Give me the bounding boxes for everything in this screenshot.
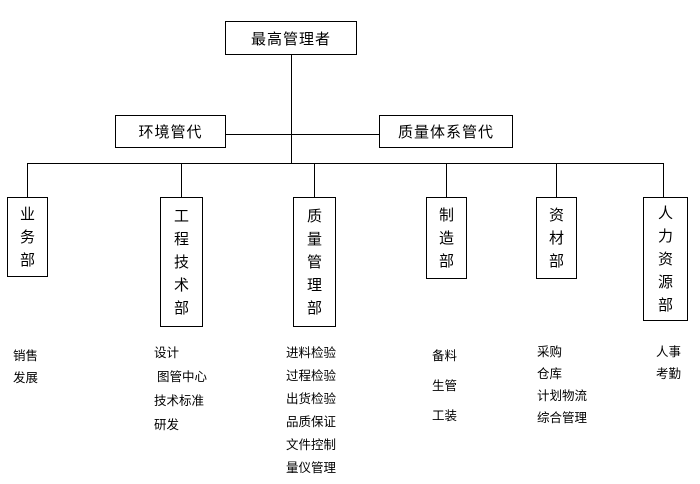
duty-item: 采购 xyxy=(537,344,563,359)
duty-item: 仓库 xyxy=(537,366,563,381)
dept-label-char: 资 xyxy=(548,205,564,224)
dept-label-char: 量 xyxy=(306,229,322,248)
dept-box-manufacturing: 制 造 部 xyxy=(426,197,467,279)
duty-item: 进料检验 xyxy=(286,345,337,360)
duty-item: 设计 xyxy=(154,345,180,360)
environment-rep-box: 环境管代 xyxy=(115,115,226,148)
duty-item: 综合管理 xyxy=(537,410,588,425)
dept-label-char: 质 xyxy=(306,206,322,225)
duty-item: 生管 xyxy=(432,378,458,393)
dept-label-char: 部 xyxy=(173,298,189,317)
dept-label-char: 部 xyxy=(19,250,35,269)
dept-label-char: 术 xyxy=(173,275,189,294)
duty-item: 品质保证 xyxy=(286,414,337,429)
dept-box-engineering: 工 程 技 术 部 xyxy=(160,197,203,327)
duty-item: 过程检验 xyxy=(286,368,337,383)
duty-item: 图管中心 xyxy=(157,369,208,384)
duty-item: 研发 xyxy=(154,417,180,432)
dept-label-char: 部 xyxy=(306,298,322,317)
dept-box-materials: 资 材 部 xyxy=(536,197,577,279)
dept-label-char: 部 xyxy=(657,295,673,314)
dept-box-quality: 质 量 管 理 部 xyxy=(293,197,336,327)
dept-label-char: 材 xyxy=(548,228,564,247)
duty-item: 计划物流 xyxy=(537,388,588,403)
quality-system-rep-box: 质量体系管代 xyxy=(379,115,513,148)
dept-box-sales: 业 务 部 xyxy=(7,197,48,277)
duty-list-quality: 进料检验 过程检验 出货检验 品质保证 文件控制 量仪管理 xyxy=(286,341,336,479)
dept-label-char: 业 xyxy=(19,204,35,223)
dept-label-char: 管 xyxy=(306,252,322,271)
dept-label-char: 力 xyxy=(657,226,673,245)
duty-item: 备料 xyxy=(432,348,458,363)
dept-label-char: 制 xyxy=(438,205,454,224)
dept-label-char: 源 xyxy=(657,272,673,291)
dept-label-char: 部 xyxy=(548,251,564,270)
dept-label-char: 程 xyxy=(173,229,189,248)
dept-label-char: 资 xyxy=(657,249,673,268)
duty-item: 量仪管理 xyxy=(286,460,337,475)
dept-label-char: 务 xyxy=(19,227,35,246)
duty-item: 考勤 xyxy=(656,366,682,381)
top-management-label: 最高管理者 xyxy=(250,29,331,48)
duty-list-engineering: 设计 图管中心 技术标准 研发 xyxy=(154,341,207,437)
dept-label-char: 工 xyxy=(173,206,189,225)
dept-label-char: 理 xyxy=(306,275,322,294)
duty-item: 出货检验 xyxy=(286,391,337,406)
top-management-box: 最高管理者 xyxy=(225,21,357,55)
duty-item: 销售 xyxy=(13,348,39,363)
dept-box-hr: 人 力 资 源 部 xyxy=(643,197,688,321)
duty-item: 文件控制 xyxy=(286,437,337,452)
duty-item: 工装 xyxy=(432,408,458,423)
dept-label-char: 造 xyxy=(438,228,454,247)
duty-list-materials: 采购 仓库 计划物流 综合管理 xyxy=(537,341,587,429)
duty-item: 人事 xyxy=(656,344,682,359)
dept-label-char: 人 xyxy=(657,203,673,222)
environment-rep-label: 环境管代 xyxy=(138,123,203,141)
quality-system-rep-label: 质量体系管代 xyxy=(397,123,494,141)
dept-label-char: 技 xyxy=(173,252,189,271)
dept-label-char: 部 xyxy=(438,251,454,270)
duty-item: 技术标准 xyxy=(154,393,205,408)
duty-list-manufacturing: 备料 生管 工装 xyxy=(432,341,457,431)
duty-list-sales: 销售 发展 xyxy=(13,345,38,389)
duty-item: 发展 xyxy=(13,370,39,385)
duty-list-hr: 人事 考勤 xyxy=(656,341,681,385)
